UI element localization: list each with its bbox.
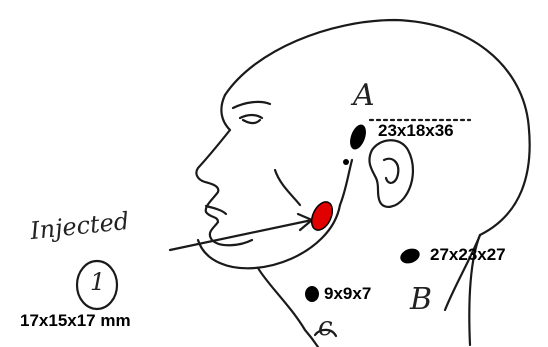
injected-number: 1 [90,268,105,296]
cheek-line [275,170,300,205]
node-c-size: 9x9x7 [324,284,371,304]
injected-size: 17x15x17 mm [20,311,131,331]
injected-node [308,199,337,234]
injection-arrow-shaft [170,220,312,250]
node-a-small-dot [343,159,349,165]
node-b-dot [398,246,422,266]
eye [240,115,262,118]
neck-front [258,268,318,347]
node-a-dot [347,122,369,151]
ear [369,140,412,207]
node-a-letter: A [353,78,375,113]
lips [206,206,226,214]
eye-lid [243,120,260,123]
ear-inner [384,159,398,183]
node-c-dot [305,286,319,302]
ramus [340,160,352,205]
brow [233,102,270,108]
node-a-size: 23x18x36 [378,121,454,141]
node-b-size: 27x23x27 [430,245,506,265]
node-b-letter: B [410,282,432,317]
node-c-letter: c [318,312,333,342]
